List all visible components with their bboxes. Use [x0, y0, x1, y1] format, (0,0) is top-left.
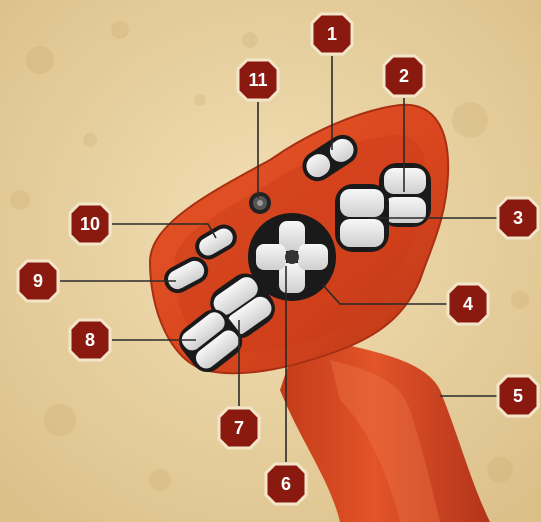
callout-8: 8: [68, 318, 112, 362]
callout-5-label: 5: [496, 374, 540, 418]
callout-4-label: 4: [446, 282, 490, 326]
callout-6: 6: [264, 462, 308, 506]
callout-1-label: 1: [310, 12, 354, 56]
callout-10-label: 10: [68, 202, 112, 246]
callout-7-label: 7: [217, 406, 261, 450]
callout-3: 3: [496, 196, 540, 240]
callout-10: 10: [68, 202, 112, 246]
knob-11: [249, 192, 271, 214]
callout-9-label: 9: [16, 259, 60, 303]
callout-11: 11: [236, 58, 280, 102]
callout-9: 9: [16, 259, 60, 303]
callout-7: 7: [217, 406, 261, 450]
callout-3-label: 3: [496, 196, 540, 240]
callout-5: 5: [496, 374, 540, 418]
callout-1: 1: [310, 12, 354, 56]
callout-2-label: 2: [382, 54, 426, 98]
callout-11-label: 11: [236, 58, 280, 102]
callout-8-label: 8: [68, 318, 112, 362]
callout-6-label: 6: [264, 462, 308, 506]
callout-2: 2: [382, 54, 426, 98]
callout-4: 4: [446, 282, 490, 326]
